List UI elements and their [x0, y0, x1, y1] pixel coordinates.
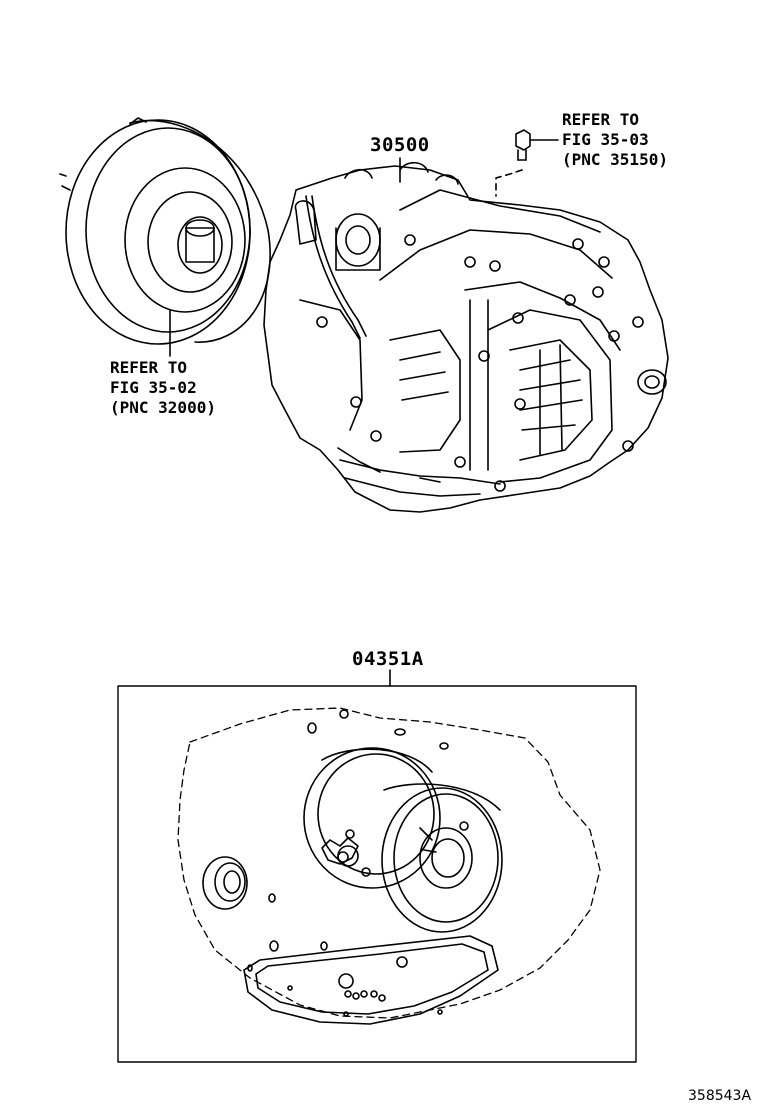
illustration-id: 358543A [688, 1088, 752, 1104]
torque-converter [59, 117, 271, 345]
plug-callout: REFER TO FIG 35-03 (PNC 35150) [562, 110, 668, 170]
transaxle-assembly [263, 161, 669, 513]
gasket-kit-parts [177, 707, 601, 1025]
gasket-kit-frame [117, 685, 637, 1063]
dashed-leader-plug [495, 169, 523, 197]
part-number-gasket-kit: 04351A [352, 648, 424, 670]
torque-converter-callout: REFER TO FIG 35-02 (PNC 32000) [110, 358, 216, 418]
callout-line-fig: FIG 35-02 [110, 378, 197, 397]
callout-line-refer-to: REFER TO [562, 110, 640, 129]
callout-line-fig: FIG 35-03 [562, 130, 649, 149]
drain-plug [515, 129, 531, 161]
callout-line-pnc: (PNC 35150) [562, 150, 668, 169]
callout-line-refer-to: REFER TO [110, 358, 188, 377]
callout-line-pnc: (PNC 32000) [110, 398, 216, 417]
part-number-transaxle: 30500 [370, 134, 430, 156]
